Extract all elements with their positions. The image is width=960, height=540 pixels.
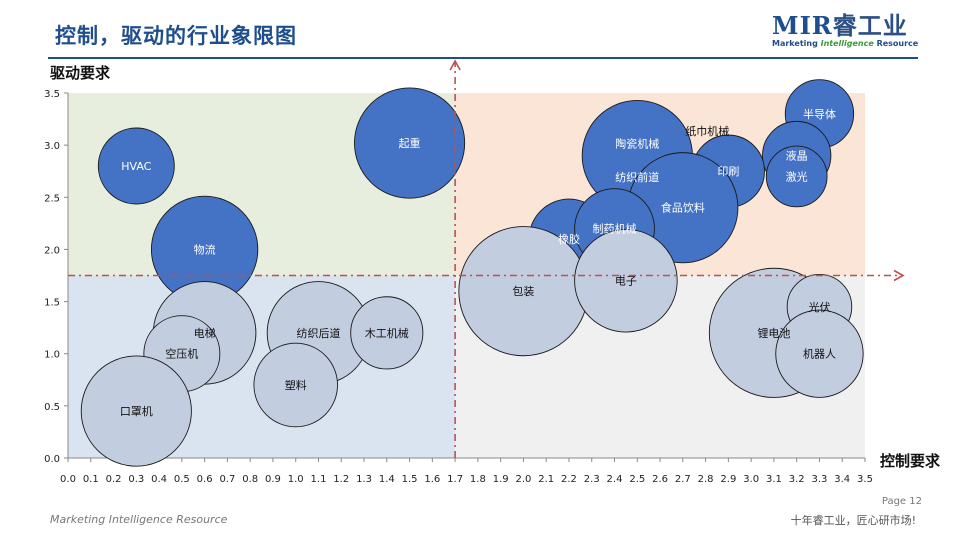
x-tick-label: 3.4 [834,474,850,485]
x-tick-label: 2.6 [652,474,668,485]
y-tick-label: 3.0 [44,141,60,152]
x-axis-title: 控制要求 [880,452,941,470]
bubble [354,87,466,199]
x-tick-label: 1.9 [493,474,509,485]
bubble-label: 口罩机 [120,404,153,418]
x-tick-label: 0.5 [174,474,190,485]
footer-slogan: 十年睿工业，匠心研市场! [790,514,916,527]
bubble-label: 电子 [615,275,637,288]
footer-brand: Marketing Intelligence Resource [50,513,228,526]
logo-tagline-3: Resource [873,39,919,48]
y-tick-label: 3.5 [44,89,60,100]
x-tick-label: 1.2 [333,474,349,485]
bubble-label: 纺织后道 [296,326,340,340]
x-tick-label: 3.0 [743,474,759,485]
x-tick-label: 2.8 [698,474,714,485]
bubble-label: 空压机 [165,347,198,361]
y-tick-label: 2.0 [44,245,60,256]
bubble-label: 纺织前道 [615,170,659,184]
x-tick-label: 0.4 [151,474,167,485]
y-tick-label: 0.0 [44,454,60,465]
bubble-label: 激光 [786,169,808,183]
logo-tagline-1: Marketing [772,39,821,48]
x-tick-label: 2.7 [675,474,691,485]
bubble [775,309,864,398]
y-tick-label: 1.5 [44,298,60,309]
x-tick-label: 3.2 [789,474,805,485]
x-tick-label: 2.9 [720,474,736,485]
bubble-label: 物流 [194,242,216,256]
bubble [253,342,338,428]
bubble-label: 陶瓷机械 [615,137,659,151]
bubble-label: 电梯 [194,327,216,340]
page-title: 控制，驱动的行业象限图 [55,24,297,48]
bubble [350,296,424,370]
x-tick-label: 1.7 [447,474,463,485]
y-tick-label: 0.5 [44,402,60,413]
x-tick-label: 0.6 [197,474,213,485]
x-tick-label: 1.5 [402,474,418,485]
x-tick-label: 1.1 [311,474,327,485]
y-tick-label: 1.0 [44,350,60,361]
bubble-label: 半导体 [803,107,836,121]
bubble-label: 印刷 [717,165,739,178]
x-tick-label: 0.1 [83,474,99,485]
x-tick-label: 0.8 [242,474,258,485]
x-tick-label: 2.4 [607,474,623,485]
x-tick-label: 2.0 [515,474,531,485]
logo-cn: 睿工业 [832,12,908,40]
bubble [765,145,828,208]
bubble-label: 塑料 [285,378,307,392]
bubble-label: 起重 [399,136,421,150]
bubble-label: 锂电池 [757,326,790,340]
y-axis-title: 驱动要求 [50,64,111,82]
bubble-label: 食品饮料 [661,201,705,215]
bubble-label: 光伏 [808,300,830,314]
x-tick-label: 0.3 [128,474,144,485]
x-tick-label: 0.0 [60,474,76,485]
page-number: Page 12 [881,496,922,507]
x-tick-label: 2.3 [584,474,600,485]
x-tick-label: 1.3 [356,474,372,485]
x-tick-label: 1.0 [288,474,304,485]
x-tick-label: 0.7 [219,474,235,485]
y-tick-label: 2.5 [44,193,60,204]
x-tick-label: 1.8 [470,474,486,485]
x-tick-label: 3.5 [857,474,873,485]
bubble-label: 液晶 [786,149,808,163]
bubble-label: 机器人 [803,347,836,361]
x-tick-label: 3.1 [766,474,782,485]
logo-tagline-2: Intelligence [820,39,874,48]
bubble-label: 包装 [512,285,534,298]
x-tick-label: 2.2 [561,474,577,485]
y-divider-arrowhead [893,269,905,282]
brand-logo: MIR睿工业 Marketing Intelligence Resource [772,6,918,48]
bubble-label: 木工机械 [365,326,409,340]
x-divider-arrowhead [449,59,461,71]
bubble [97,127,175,205]
x-tick-label: 0.9 [265,474,281,485]
x-tick-label: 0.2 [106,474,122,485]
x-tick-label: 3.3 [812,474,828,485]
logo-text: MIR [772,11,833,40]
bubble-label: HVAC [121,160,151,173]
x-tick-label: 1.6 [424,474,440,485]
bubble-label: 纸巾机械 [685,124,729,138]
x-tick-label: 2.1 [538,474,554,485]
title-underline [48,57,918,59]
x-tick-label: 2.5 [629,474,645,485]
bubble-label: 制药机械 [593,222,637,236]
bubble [80,355,192,467]
logo-wordmark: MIR睿工业 [772,6,912,41]
bubble-label: 橡胶 [558,232,580,246]
x-tick-label: 1.4 [379,474,395,485]
logo-tagline: Marketing Intelligence Resource [772,39,918,48]
bubble [574,228,678,333]
